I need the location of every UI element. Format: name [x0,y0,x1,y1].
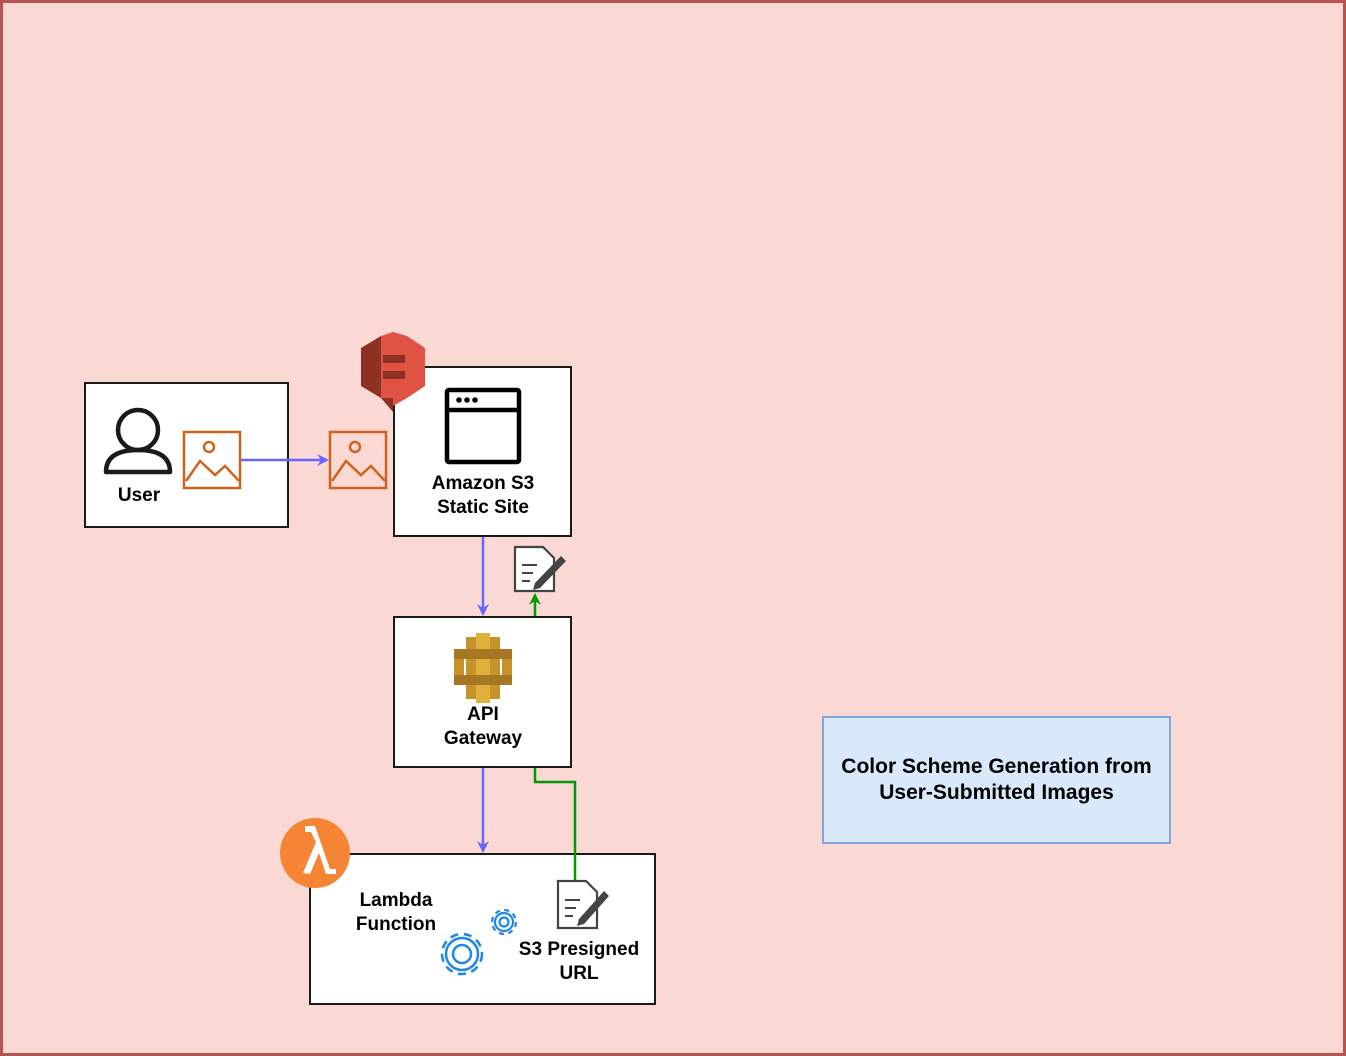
presigned-url-label: S3 Presigned URL [509,938,649,986]
browser-dots [456,397,478,403]
user-icon [103,407,173,475]
diagram-graphics [103,332,609,976]
api-gateway-label-line1: API [467,704,499,725]
s3-static-site-node [393,366,572,537]
lambda-label: Lambda Function [336,889,456,937]
signed-document-icon [513,545,566,593]
lambda-label-line2: Function [355,914,437,935]
gear-icon [440,932,484,976]
api-gateway-label-line2: Gateway [443,728,523,749]
presigned-url-label-line2: URL [559,963,599,984]
browser-window-icon [444,387,522,465]
s3-site-label-line1: Amazon S3 [431,473,535,494]
signed-document-icon [556,879,609,930]
lambda-function-node [309,853,656,1005]
presigned-url-label-line1: S3 Presigned [518,939,640,960]
api-gateway-label: API Gateway [398,703,568,751]
lambda-label-line1: Lambda [359,890,433,911]
gear-icon [490,908,518,936]
image-icon [328,430,388,490]
diagram-title-line2: User-Submitted Images [879,781,1114,804]
s3-site-label: Amazon S3 Static Site [398,472,568,520]
lambda-icon [280,818,350,888]
image-icon [182,430,242,490]
s3-site-label-line2: Static Site [437,497,529,518]
s3-bucket-icon [361,332,425,412]
user-label: User [117,485,161,506]
edge-lambda-to-api-green [533,768,577,881]
diagram-title-box: Color Scheme Generation from User-Submit… [822,716,1171,844]
api-gateway-icon [454,633,512,703]
diagram-title-line1: Color Scheme Generation from [841,755,1152,778]
